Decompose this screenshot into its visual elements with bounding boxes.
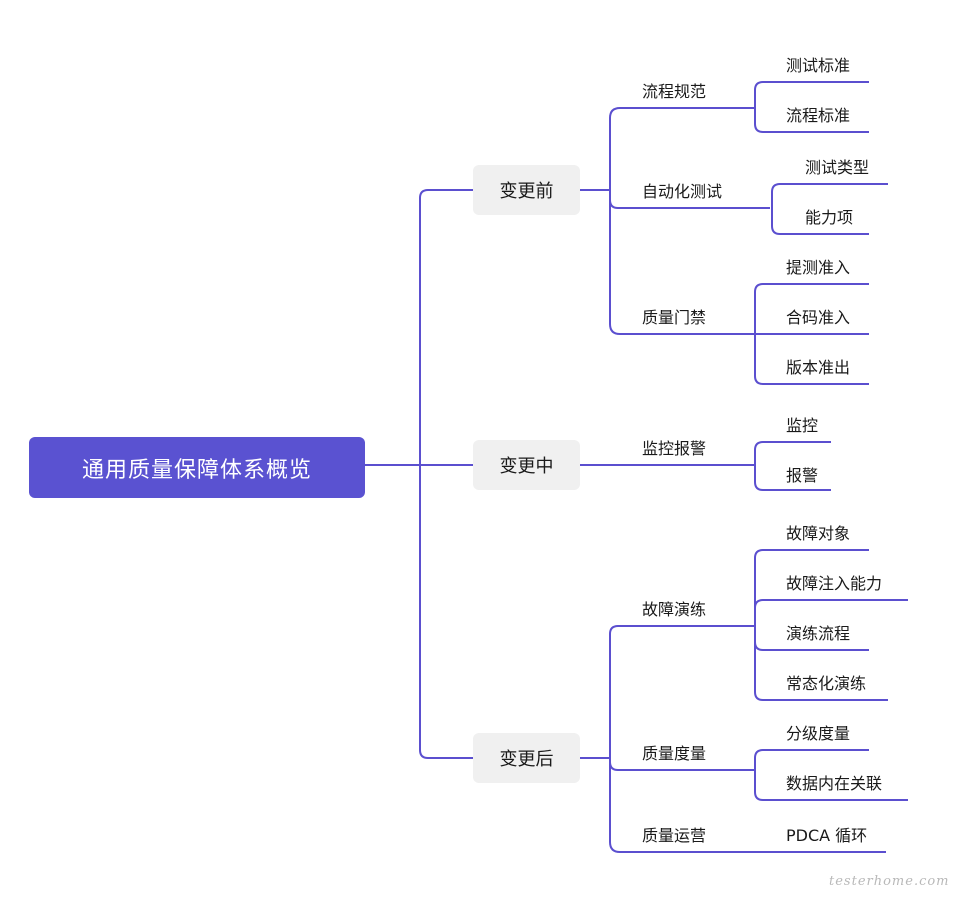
connector-capabilities	[771, 208, 869, 235]
connector-submit-test	[754, 283, 869, 334]
connector-monitor	[754, 441, 831, 465]
category-automation[interactable]: 自动化测试	[642, 182, 723, 201]
category-monitoring[interactable]: 监控报警	[642, 439, 707, 458]
connector-quality-metrics	[609, 758, 755, 771]
connector-fault-object	[754, 549, 869, 626]
leaf-submit-test-entry[interactable]: 提测准入	[786, 258, 851, 277]
category-quality-metrics[interactable]: 质量度量	[642, 744, 707, 763]
leaf-regular-drill[interactable]: 常态化演练	[786, 674, 867, 693]
category-quality-gate[interactable]: 质量门禁	[642, 308, 707, 327]
watermark: testerhome.com	[829, 874, 950, 889]
category-process-spec[interactable]: 流程规范	[642, 82, 707, 101]
leaf-capabilities[interactable]: 能力项	[805, 208, 854, 227]
phase-before[interactable]: 变更前	[473, 165, 580, 215]
root-node[interactable]: 通用质量保障体系概览	[29, 437, 365, 498]
connector-graded-metrics	[754, 749, 869, 770]
leaf-graded-metrics[interactable]: 分级度量	[786, 724, 851, 743]
phase-after[interactable]: 变更后	[473, 733, 580, 783]
leaf-drill-process[interactable]: 演练流程	[786, 624, 851, 643]
connector-fault-injection	[754, 599, 908, 626]
leaf-monitor[interactable]: 监控	[786, 416, 819, 435]
category-quality-ops[interactable]: 质量运营	[642, 826, 707, 845]
connector-process-standard	[754, 108, 869, 133]
phase-during[interactable]: 变更中	[473, 440, 580, 490]
connector-root-before	[419, 189, 473, 465]
connector-alarm	[754, 465, 831, 491]
leaf-fault-object[interactable]: 故障对象	[786, 524, 851, 543]
leaf-fault-injection[interactable]: 故障注入能力	[786, 574, 883, 593]
leaf-test-types[interactable]: 测试类型	[805, 158, 870, 177]
connector-release	[754, 334, 869, 385]
connector-test-types	[771, 183, 888, 208]
leaf-release-exit[interactable]: 版本准出	[786, 358, 851, 377]
connector-root-after	[419, 465, 473, 759]
connector-data-correlation	[754, 770, 908, 801]
connector-quality-ops	[609, 770, 886, 853]
connector-regular-drill	[754, 626, 888, 701]
leaf-merge-code-entry[interactable]: 合码准入	[786, 308, 851, 327]
connector-process-spec	[609, 107, 755, 190]
leaf-alarm[interactable]: 报警	[786, 466, 819, 485]
leaf-data-correlation[interactable]: 数据内在关联	[786, 774, 883, 793]
leaf-pdca-cycle[interactable]: PDCA 循环	[786, 826, 868, 845]
leaf-test-standard[interactable]: 测试标准	[786, 56, 851, 75]
connector-quality-gate	[609, 190, 755, 335]
connector-fault-drill	[609, 625, 755, 758]
leaf-process-standard[interactable]: 流程标准	[786, 106, 851, 125]
connector-test-standard	[754, 81, 869, 108]
category-fault-drill[interactable]: 故障演练	[642, 600, 707, 619]
